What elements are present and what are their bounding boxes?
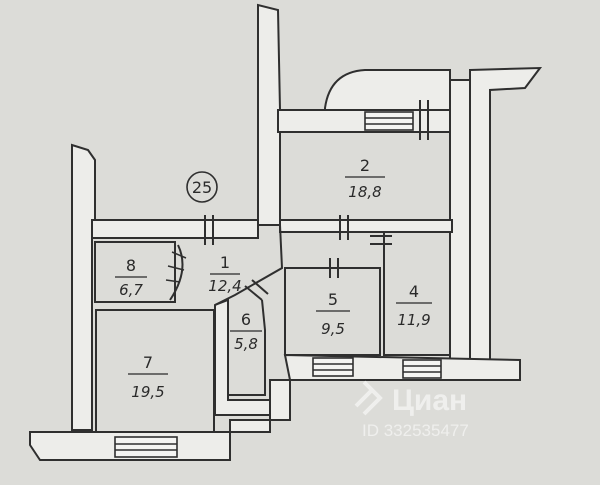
room-label-4: 4 11,9	[396, 282, 432, 329]
apartment-number: 25	[192, 178, 212, 197]
lower-step-wall	[229, 379, 291, 433]
room-area: 18,8	[348, 183, 381, 201]
room-label-8: 8 6,7	[115, 256, 147, 299]
curved-wall	[324, 69, 451, 111]
apartment-number-circle	[186, 171, 218, 203]
room-area: 12,4	[208, 277, 241, 295]
room-1-outline	[190, 224, 284, 306]
room-7-outline	[95, 309, 215, 433]
window-room-5	[312, 357, 354, 377]
room-label-5: 5 9,5	[316, 290, 350, 338]
door-arc-room-8	[169, 244, 184, 301]
room-area: 5,8	[234, 335, 258, 353]
room-label-7: 7 19,5	[128, 353, 168, 401]
cian-logo-icon	[354, 380, 383, 416]
room-number: 7	[143, 353, 153, 372]
room-4-outline	[383, 231, 451, 356]
room-2-outline	[279, 131, 451, 221]
corridor-top-wall	[91, 219, 259, 239]
room-area: 6,7	[119, 281, 143, 299]
left-outer-wall	[71, 143, 96, 431]
room-area: 19,5	[131, 383, 164, 401]
door-hatch	[165, 251, 187, 283]
room-area: 11,9	[397, 311, 430, 329]
room-8-outline	[94, 241, 176, 303]
room-label-2: 2 18,8	[345, 156, 385, 201]
room-number: 1	[220, 253, 230, 272]
door-marks	[204, 100, 429, 301]
room-number: 4	[409, 282, 419, 301]
room-area: 9,5	[321, 320, 345, 338]
upper-vertical-wall	[257, 3, 281, 226]
watermark: Циан ID 332535477	[354, 380, 469, 440]
window-room-2	[364, 111, 414, 131]
watermark-brand: Циан	[392, 384, 467, 417]
room-2-bottom-wall	[279, 219, 453, 233]
window-room-4	[402, 359, 442, 379]
room-number: 8	[126, 256, 136, 275]
room-outlines	[94, 131, 451, 433]
windows	[114, 111, 442, 458]
room-number: 6	[241, 310, 251, 329]
watermark-id: ID 332535477	[362, 421, 469, 440]
room-number: 2	[360, 156, 370, 175]
window-room-7	[114, 436, 178, 458]
room-label-6: 6 5,8	[230, 310, 262, 353]
room-labels: 1 12,4 2 18,8 4 11,9 5 9,5 6 5,8 7 19,5	[115, 156, 432, 401]
room-number: 5	[328, 290, 338, 309]
room-5-outline	[284, 267, 381, 356]
room-label-1: 1 12,4	[208, 253, 241, 295]
room-6-outline	[227, 299, 266, 396]
